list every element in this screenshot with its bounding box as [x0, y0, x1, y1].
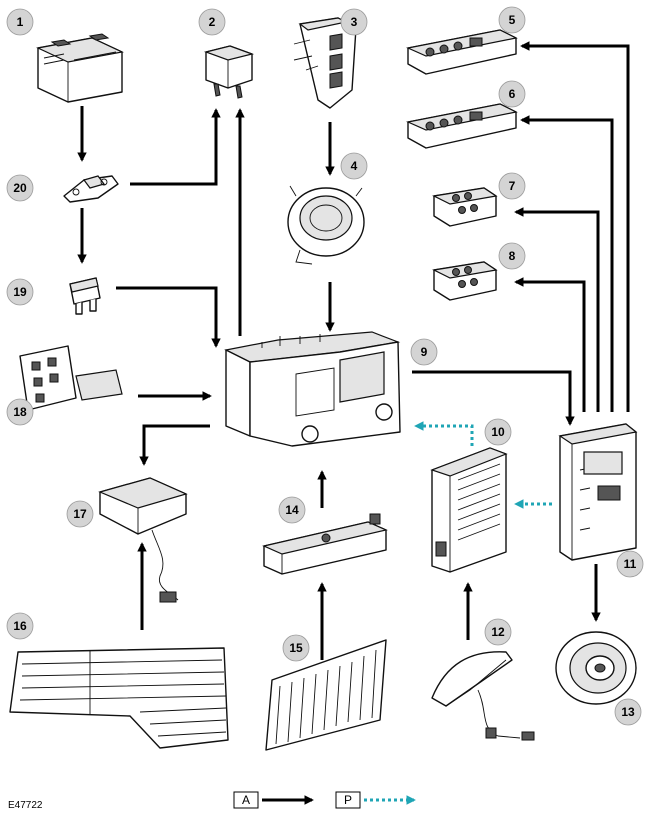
- passenger-window-switch-pack: [406, 103, 518, 149]
- callout-18-label: 18: [13, 405, 27, 419]
- driver-window-switch-pack: [406, 29, 518, 75]
- connections: [77, 41, 630, 660]
- callout-16-label: 16: [13, 619, 27, 633]
- callout-10: 10: [484, 418, 512, 446]
- callout-20-label: 20: [13, 181, 27, 195]
- tv-receiver-module: [98, 477, 188, 603]
- legend-a-box: [233, 791, 259, 809]
- callout-14-label: 14: [285, 503, 299, 517]
- callout-17-label: 17: [73, 507, 87, 521]
- radio-tuner: [262, 513, 388, 575]
- callout-11-label: 11: [624, 557, 637, 571]
- callout-5-label: 5: [509, 13, 516, 27]
- callout-14: 14: [278, 496, 306, 524]
- figure-reference: E47722: [8, 800, 43, 811]
- callout-8-label: 8: [509, 249, 516, 263]
- callout-3-label: 3: [351, 15, 358, 29]
- callout-1: 1: [6, 8, 34, 36]
- callout-8: 8: [498, 242, 526, 270]
- integrated-control-panel: [224, 331, 401, 447]
- side-window-antenna: [265, 639, 387, 751]
- callout-4-label: 4: [351, 159, 358, 173]
- callout-18: 18: [6, 398, 34, 426]
- drivers-door-module: [558, 423, 638, 561]
- rear-right-window-switch: [432, 261, 498, 301]
- speaker: [555, 631, 637, 705]
- callout-1-label: 1: [17, 15, 24, 29]
- callout-17: 17: [66, 500, 94, 528]
- callout-9-label: 9: [421, 345, 428, 359]
- callout-13: 13: [614, 698, 642, 726]
- rear-window-antenna: [9, 647, 229, 749]
- callout-11: 11: [616, 550, 644, 578]
- rear-left-window-switch: [432, 187, 498, 227]
- callout-19: 19: [6, 278, 34, 306]
- callout-10-label: 10: [491, 425, 505, 439]
- callout-13-label: 13: [621, 705, 635, 719]
- callout-3: 3: [340, 8, 368, 36]
- callout-5: 5: [498, 6, 526, 34]
- legend: A P: [233, 791, 416, 809]
- callout-15-label: 15: [289, 641, 303, 655]
- fuse-holder: [63, 175, 119, 203]
- relay: [203, 45, 255, 99]
- legend-p-box: [335, 791, 361, 809]
- callout-15: 15: [282, 634, 310, 662]
- callout-12: 12: [484, 618, 512, 646]
- steering-wheel-switch: [293, 17, 357, 109]
- callout-20: 20: [6, 174, 34, 202]
- legend-p-label: P: [344, 793, 352, 807]
- clockspring: [287, 185, 365, 265]
- callout-6-label: 6: [509, 87, 516, 101]
- seat-switch: [19, 345, 123, 411]
- callout-7-label: 7: [509, 179, 516, 193]
- callout-7: 7: [498, 172, 526, 200]
- callout-2: 2: [198, 8, 226, 36]
- battery: [36, 33, 124, 103]
- callout-6: 6: [498, 80, 526, 108]
- callout-16: 16: [6, 612, 34, 640]
- roof-antenna: [431, 651, 535, 741]
- audio-amplifier: [430, 447, 508, 573]
- callout-9: 9: [410, 338, 438, 366]
- blade-fuse: [69, 277, 101, 315]
- callout-19-label: 19: [13, 285, 27, 299]
- callout-4: 4: [340, 152, 368, 180]
- callout-12-label: 12: [491, 625, 505, 639]
- callout-2-label: 2: [209, 15, 216, 29]
- legend-a-label: A: [242, 793, 250, 807]
